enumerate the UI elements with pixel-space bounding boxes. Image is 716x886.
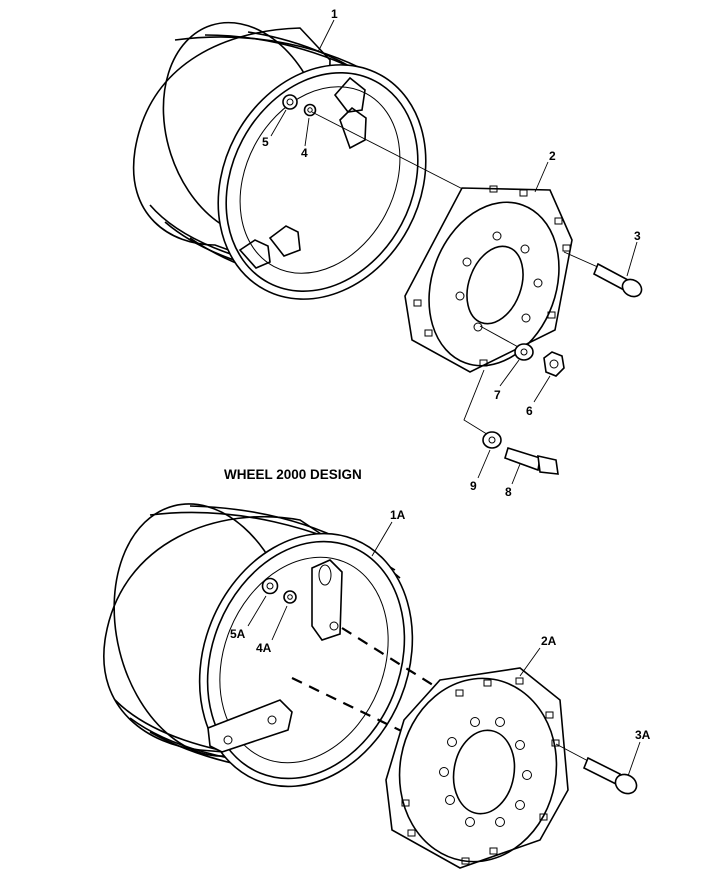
bottom-disc-bolt (555, 743, 638, 795)
top-flat-washer (482, 431, 502, 449)
callout-8: 8 (505, 485, 512, 499)
top-washer (514, 343, 534, 361)
top-wheel-rim (132, 21, 427, 300)
top-center-disc (404, 185, 573, 373)
top-disc-bolt (563, 251, 643, 298)
callout-5a: 5A (230, 627, 246, 641)
top-nut (543, 351, 565, 377)
callout-2a: 2A (541, 634, 557, 648)
section-heading: WHEEL 2000 DESIGN (224, 467, 362, 482)
top-bolt (504, 446, 559, 475)
top-callouts: 1 5 4 2 3 7 6 9 8 (262, 7, 641, 499)
callout-6: 6 (526, 404, 533, 418)
alignment-line-upper (341, 627, 445, 693)
bottom-center-disc (385, 667, 569, 869)
callout-9: 9 (470, 479, 477, 493)
alignment-line-lower (291, 677, 421, 741)
callout-4: 4 (301, 146, 308, 160)
callout-1a: 1A (390, 508, 406, 522)
callout-4a: 4A (256, 641, 272, 655)
callout-1: 1 (331, 7, 338, 21)
callout-2: 2 (549, 149, 556, 163)
bottom-wheel-rim (103, 503, 414, 788)
callout-3a: 3A (635, 728, 651, 742)
callout-5: 5 (262, 135, 269, 149)
callout-7: 7 (494, 388, 501, 402)
bottom-callouts: 1A 5A 4A 2A 3A (230, 508, 651, 777)
callout-3: 3 (634, 229, 641, 243)
